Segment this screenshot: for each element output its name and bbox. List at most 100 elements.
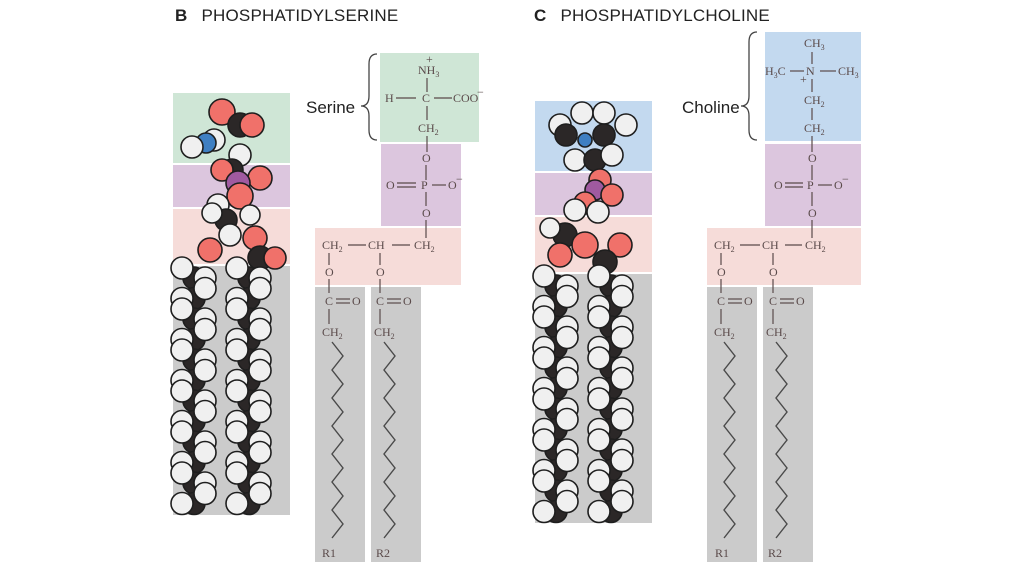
hydrogen-atom: [193, 317, 217, 342]
hydrogen-atom: [587, 387, 611, 411]
hydrogen-atom: [587, 346, 611, 370]
hydrogen-atom: [170, 420, 194, 444]
hydrogen-atom: [193, 440, 217, 465]
c-chain-1-zigzag: [723, 341, 736, 539]
oxygen-atom: [263, 246, 287, 270]
ch2-text: CH2: [766, 325, 787, 341]
c-text: C: [717, 294, 725, 308]
b-glycerol-formula: CH2 CH CH2 O O: [322, 238, 435, 293]
hydrogen-atom: [193, 358, 217, 383]
oxygen-atom: [571, 231, 599, 259]
hydrogen-atom: [532, 499, 556, 524]
ch2-text: CH2: [322, 238, 343, 254]
o-text: O: [769, 265, 778, 279]
hydrogen-atom: [614, 113, 638, 137]
hydrogen-atom: [532, 428, 556, 452]
p-text: P: [421, 178, 428, 192]
c-formula-glycerol-region: [707, 228, 861, 285]
b-formula-chain1-region: [315, 287, 365, 562]
hydrogen-atom: [610, 448, 634, 473]
b-space-filling-model: [170, 98, 287, 516]
nitrogen-atom: [577, 132, 593, 148]
b-phosphate-formula: O O P O − O: [386, 151, 463, 238]
o-text: O: [808, 151, 817, 165]
hydrogen-atom: [248, 481, 272, 506]
hydrogen-atom: [587, 264, 611, 288]
hydrogen-atom: [225, 338, 249, 362]
ch2-text: CH2: [414, 238, 435, 254]
c-text: C: [376, 294, 384, 308]
ch2-text: CH2: [805, 238, 826, 254]
p-text: P: [807, 178, 814, 192]
hydrogen-atom: [592, 101, 616, 125]
oxygen-atom: [547, 242, 573, 268]
o-text: O: [376, 265, 385, 279]
hydrogen-atom: [225, 256, 249, 280]
hydrogen-atom: [610, 366, 634, 391]
hydrogen-atom: [586, 200, 610, 224]
c-formula-choline-region: [765, 32, 861, 141]
coo-text: COO: [453, 91, 479, 105]
o-text: O: [808, 206, 817, 220]
o-text: O: [403, 294, 412, 308]
o-text: O: [744, 294, 753, 308]
hydrogen-atom: [248, 358, 272, 383]
hydrogen-atom: [610, 407, 634, 432]
r2-label: R2: [768, 546, 782, 560]
hydrogen-atom: [193, 399, 217, 424]
n-charge: +: [800, 72, 807, 86]
hydrogen-atom: [563, 198, 587, 222]
hydrogen-atom: [600, 143, 624, 167]
o-text: O: [448, 178, 457, 192]
c-choline-formula: CH3 H3C N + CH3 CH2 CH2: [765, 36, 859, 152]
hydrogen-atom: [610, 489, 634, 514]
ch2-text: CH2: [714, 325, 735, 341]
ch2-text: CH2: [418, 121, 439, 137]
b-chain-1: C O CH2 R1: [322, 294, 361, 560]
choline-label: Choline: [682, 98, 740, 117]
hydrogen-atom: [532, 264, 556, 288]
hydrogen-atom: [587, 499, 611, 524]
c-formula-phosphate-region: [765, 144, 861, 226]
carbon-atom: [592, 123, 616, 147]
r1-label: R1: [715, 546, 729, 560]
hydrogen-atom: [555, 407, 579, 432]
o-text: O: [774, 178, 783, 192]
o-text: O: [325, 265, 334, 279]
hydrogen-atom: [532, 305, 556, 329]
oxygen-atom: [197, 237, 223, 263]
oxygen-atom: [607, 232, 633, 258]
coo-charge: −: [477, 85, 484, 99]
c-chain-1: C O CH2 R1: [714, 294, 753, 560]
ch-text: CH: [368, 238, 385, 252]
hydrogen-atom: [570, 101, 594, 125]
r2-label: R2: [376, 546, 390, 560]
hydrogen-atom: [610, 284, 634, 309]
c-phosphate-formula: O O P O − O: [774, 151, 849, 238]
b-chain-2: C O CH2 R2: [374, 294, 412, 560]
c-space-filling-model: [532, 101, 638, 524]
b-formula-chain2-region: [371, 287, 421, 562]
ch3-text: CH3: [804, 36, 825, 52]
oxygen-atom: [226, 182, 254, 210]
oxygen-atom: [210, 158, 234, 182]
choline-brace: [740, 31, 758, 141]
c-chain-2-zigzag: [775, 341, 788, 539]
nh3-charge: +: [426, 52, 433, 66]
serine-brace: [360, 53, 378, 141]
hydrogen-atom: [532, 346, 556, 370]
nh3-text: NH3: [418, 63, 439, 79]
ch2-text: CH2: [714, 238, 735, 254]
ch2-text: CH2: [374, 325, 395, 341]
o-text: O: [422, 206, 431, 220]
ch2-text: CH2: [322, 325, 343, 341]
o-text: O: [352, 294, 361, 308]
hydrogen-atom: [180, 135, 204, 159]
c-formula-chain1-region: [707, 287, 757, 562]
hydrogen-atom: [170, 297, 194, 321]
hydrogen-atom: [170, 461, 194, 485]
hydrogen-atom: [248, 317, 272, 342]
